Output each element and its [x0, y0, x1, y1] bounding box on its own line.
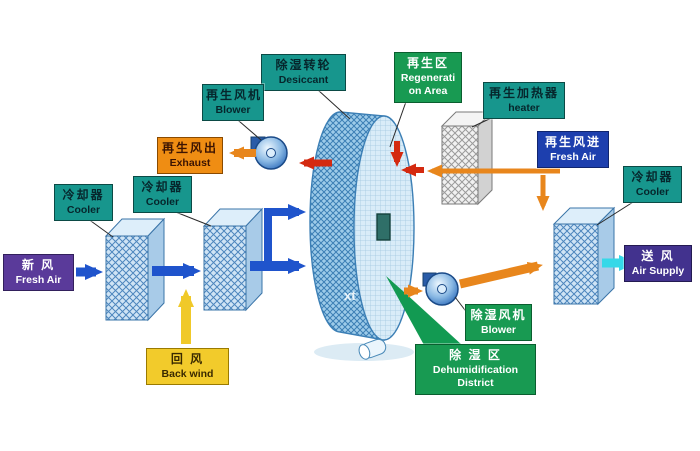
label-dehumid-blower-en: Blower: [480, 323, 516, 336]
label-regen-blower-cn: 再生风机: [206, 88, 263, 102]
label-regen-blower-en: Blower: [215, 103, 251, 116]
label-cooler-left-2-cn: 冷却器: [141, 180, 184, 194]
label-regen-exhaust-en: Exhaust: [169, 156, 211, 169]
label-back-wind-en: Back wind: [161, 367, 214, 380]
label-regen-exhaust-cn: 再生风出: [161, 141, 218, 155]
label-dehumid-district-en1: Dehumidification: [432, 363, 519, 376]
label-regen-exhaust: 再生风出 Exhaust: [157, 137, 223, 175]
flow-arrows: [76, 141, 637, 344]
label-regeneration-area-en1: Regenerati: [400, 71, 456, 84]
label-cooler-left-1: 冷却器 Cooler: [54, 184, 113, 222]
cooler-box-right: [552, 206, 616, 306]
label-dehumid-district: 除 湿 区 Dehumidification District: [415, 344, 536, 395]
label-cooler-right-cn: 冷却器: [631, 170, 674, 184]
label-fresh-air-in-en: Fresh Air: [15, 273, 62, 286]
label-regen-fresh-air: 再生风进 Fresh Air: [537, 131, 609, 169]
watermark-text: xt: [344, 288, 356, 303]
desiccant-wheel: [309, 111, 415, 341]
label-air-supply-en: Air Supply: [631, 264, 685, 277]
label-cooler-left-2: 冷却器 Cooler: [133, 176, 192, 214]
arrow-cooler2-to-wheel-upper: [252, 204, 306, 271]
label-cooler-right-en: Cooler: [635, 185, 670, 198]
label-dehumid-district-en2: District: [457, 377, 494, 390]
wheel-hub-slot: [376, 213, 391, 241]
label-regen-fresh-air-en: Fresh Air: [550, 150, 596, 163]
label-dehumid-district-cn: 除 湿 区: [449, 348, 502, 362]
label-regeneration-area-en2: on Area: [408, 85, 448, 98]
regen-heater-box: [440, 110, 494, 206]
label-fresh-air-in: 新 风 Fresh Air: [3, 254, 74, 292]
label-desiccant-wheel: 除湿转轮 Desiccant: [261, 54, 346, 92]
cooler-box-left-2: [202, 207, 264, 312]
label-back-wind-cn: 回 风: [170, 352, 205, 366]
cooler-box-left-1: [104, 217, 166, 322]
label-regen-blower: 再生风机 Blower: [202, 84, 264, 122]
regen-blower-fan: [250, 136, 288, 170]
label-dehumid-blower: 除湿风机 Blower: [465, 304, 532, 342]
label-cooler-left-1-cn: 冷却器: [62, 188, 105, 202]
label-desiccant-wheel-en: Desiccant: [278, 73, 329, 86]
label-regeneration-area-cn: 再生区: [406, 56, 449, 70]
label-fresh-air-in-cn: 新 风: [21, 258, 56, 272]
label-regen-fresh-air-cn: 再生风进: [544, 135, 601, 149]
label-regeneration-area: 再生区 Regenerati on Area: [394, 52, 462, 103]
label-dehumid-blower-cn: 除湿风机: [470, 308, 527, 322]
label-regen-heater-cn: 再生加热器: [488, 86, 559, 100]
label-cooler-right: 冷却器 Cooler: [623, 166, 682, 204]
label-air-supply-cn: 送 风: [641, 249, 675, 263]
paper-scroll-icon: [358, 338, 387, 360]
label-regen-heater: 再生加热器 heater: [483, 82, 565, 120]
label-regen-heater-en: heater: [508, 101, 540, 114]
label-cooler-left-1-en: Cooler: [66, 203, 101, 216]
arrow-blower-to-cooler-right: [458, 261, 543, 289]
dehumid-blower-fan: [422, 272, 459, 306]
label-cooler-left-2-en: Cooler: [145, 195, 180, 208]
label-back-wind: 回 风 Back wind: [146, 348, 229, 386]
label-air-supply: 送 风 Air Supply: [624, 245, 692, 283]
label-desiccant-wheel-cn: 除湿转轮: [275, 58, 332, 72]
